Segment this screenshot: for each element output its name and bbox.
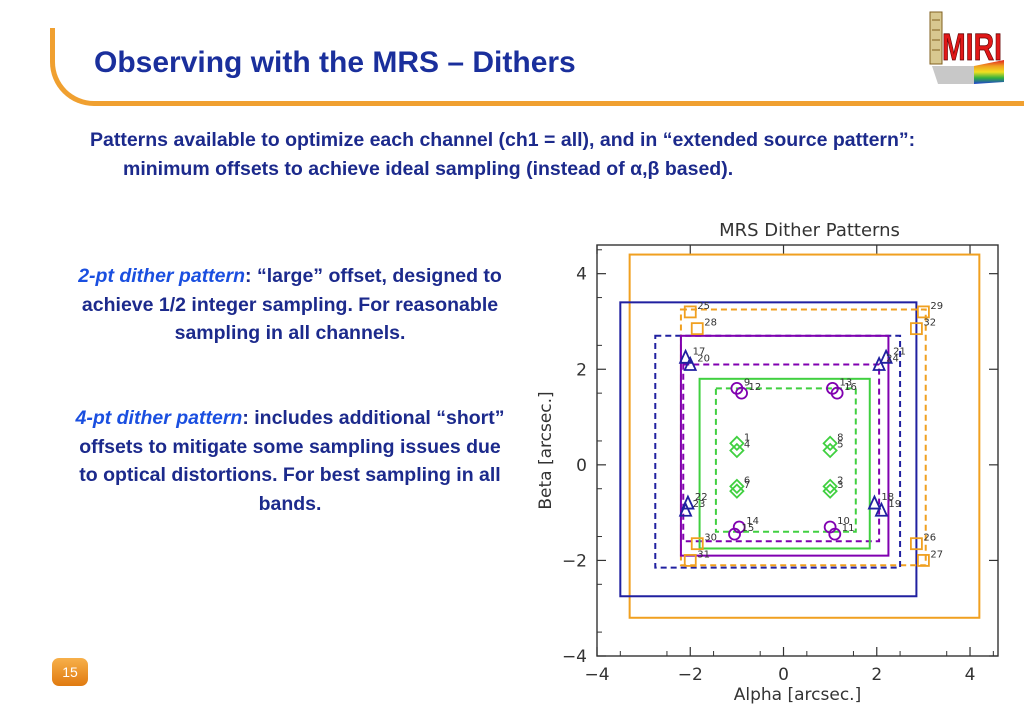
field-outline-purple <box>679 334 890 557</box>
point-label: 32 <box>923 318 936 329</box>
point-label: 13 <box>839 377 852 388</box>
point-label: 29 <box>930 301 943 312</box>
plot-frame <box>596 244 999 657</box>
circle-marker <box>728 527 741 541</box>
x-tick-label: 4 <box>965 665 976 685</box>
logo-lettering: MIRI <box>942 27 1002 69</box>
point-label: 19 <box>888 499 901 510</box>
y-tick-label: 2 <box>576 360 587 380</box>
point-label: 3 <box>837 480 843 491</box>
point-label: 21 <box>893 346 906 357</box>
field-outline-orange <box>628 253 981 619</box>
square-marker <box>916 305 930 319</box>
point-label: 4 <box>744 440 750 451</box>
point-label: 1 <box>744 432 750 443</box>
four-point-description: 4-pt dither pattern: includes additional… <box>70 404 510 518</box>
field-outline-green <box>714 387 857 533</box>
title-arc-decoration <box>50 28 1024 106</box>
diamond-marker <box>822 435 838 452</box>
page-number-badge: 15 <box>52 658 88 686</box>
circle-marker <box>828 527 842 541</box>
diamond-marker <box>729 435 745 452</box>
diamond-marker <box>822 442 838 459</box>
miri-logo: MIRI <box>929 11 1004 84</box>
chart-title: MRS Dither Patterns <box>719 220 900 241</box>
triangle-marker <box>683 355 698 371</box>
diamond-marker <box>822 478 838 495</box>
x-tick-label: −2 <box>678 665 703 685</box>
intro-text: Patterns available to optimize each chan… <box>90 126 973 184</box>
point-label: 12 <box>749 382 762 393</box>
point-label: 23 <box>693 499 706 510</box>
triangle-marker <box>872 355 887 371</box>
two-point-body: : “large” offset, designed to achieve 1/… <box>81 265 502 344</box>
diamond-marker <box>729 442 745 459</box>
point-label: 27 <box>930 549 943 560</box>
point-label: 24 <box>886 353 899 364</box>
square-marker <box>916 554 930 567</box>
point-label: 30 <box>704 533 717 544</box>
point-label: 22 <box>695 492 708 503</box>
y-tick-label: 4 <box>576 265 587 285</box>
intro-tail: based). <box>659 158 734 180</box>
y-axis-label: Beta [arcsec.] <box>536 391 556 509</box>
square-marker <box>910 322 923 336</box>
square-marker <box>683 554 697 567</box>
two-point-heading: 2-pt dither pattern <box>78 265 246 287</box>
y-tick-label: 0 <box>576 456 587 476</box>
point-label: 10 <box>837 516 850 527</box>
triangle-marker <box>678 348 693 364</box>
point-label: 6 <box>744 475 750 486</box>
x-axis-label: Alpha [arcsec.] <box>734 685 861 704</box>
point-label: 20 <box>697 353 710 364</box>
circle-marker <box>735 386 748 400</box>
y-tick-label: −2 <box>562 551 587 571</box>
point-label: 2 <box>837 475 843 486</box>
point-label: 14 <box>746 516 759 527</box>
point-label: 9 <box>744 377 750 388</box>
four-point-heading: 4-pt dither pattern <box>75 407 243 429</box>
intro-main: Patterns available to optimize each chan… <box>90 129 916 180</box>
triangle-marker <box>678 501 693 517</box>
square-marker <box>690 322 704 336</box>
x-tick-label: −4 <box>584 665 609 685</box>
x-tick-label: 2 <box>871 665 882 685</box>
diamond-marker <box>729 478 745 495</box>
point-label: 17 <box>693 346 706 357</box>
point-label: 16 <box>844 382 857 393</box>
x-tick-label: 0 <box>778 665 789 685</box>
point-label: 26 <box>923 533 936 544</box>
point-label: 28 <box>704 318 717 329</box>
point-label: 15 <box>742 523 755 534</box>
two-point-description: 2-pt dither pattern: “large” offset, des… <box>70 262 510 348</box>
y-tick-label: −4 <box>562 647 587 667</box>
point-label: 31 <box>697 549 710 560</box>
point-label: 11 <box>842 523 855 534</box>
point-label: 5 <box>837 440 843 451</box>
point-label: 7 <box>744 480 750 491</box>
intro-greek: α,β <box>630 158 660 180</box>
diamond-marker <box>822 483 838 499</box>
field-outline-blue <box>619 301 918 598</box>
triangle-marker <box>879 348 893 364</box>
diamond-marker <box>729 483 745 499</box>
point-label: 18 <box>881 492 894 503</box>
triangle-marker <box>867 494 882 510</box>
circle-marker <box>830 386 844 400</box>
field-outline-green <box>698 377 871 550</box>
point-label: 8 <box>837 432 843 443</box>
triangle-marker <box>874 501 889 517</box>
slide-title: Observing with the MRS – Dithers <box>94 46 576 79</box>
field-outline-purple <box>682 363 881 543</box>
square-marker <box>683 305 697 319</box>
four-point-body: : includes additional “short” offsets to… <box>79 407 505 515</box>
point-label: 25 <box>697 301 710 312</box>
square-marker <box>690 537 704 551</box>
square-marker <box>910 537 923 551</box>
